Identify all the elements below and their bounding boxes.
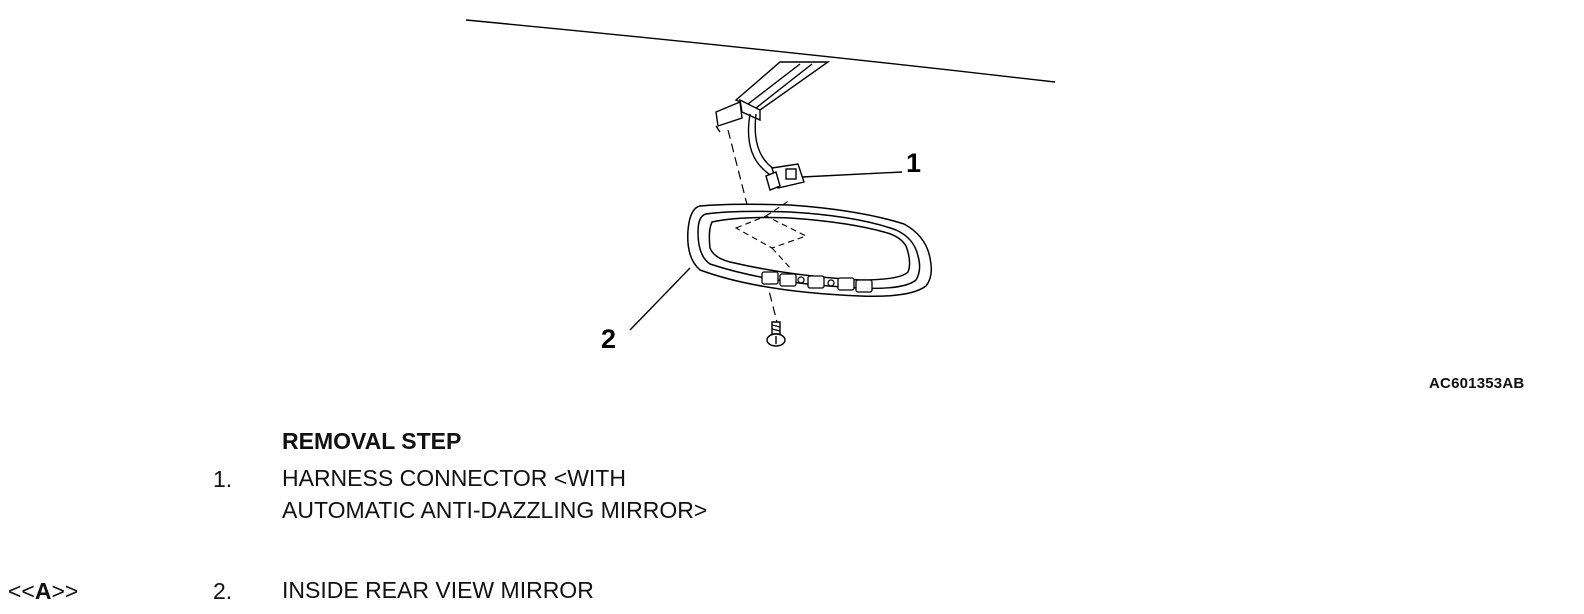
mounting-screw [766, 321, 786, 347]
step-1-number: 1. [213, 466, 233, 492]
rear-view-mirror [687, 203, 933, 298]
callout-1-leader [801, 171, 903, 178]
step-2-reference: <<A>> [8, 578, 78, 605]
reference-prefix: << [8, 578, 35, 604]
step-2-number: 2. [213, 578, 233, 604]
harness-connector [765, 163, 805, 191]
mirror-mount-hidden [734, 199, 808, 271]
mirror-bracket [715, 61, 831, 133]
callout-2-leader [629, 267, 691, 331]
callout-number-2: 2 [601, 324, 617, 354]
mirror-removal-illustration [465, 19, 1056, 347]
figure-id: AC601353AB [1429, 375, 1525, 392]
mirror-buttons [761, 271, 873, 293]
step-1-text: HARNESS CONNECTOR <WITH AUTOMATIC ANTI-D… [282, 465, 708, 523]
step-2-text: INSIDE REAR VIEW MIRROR [282, 577, 594, 603]
procedure-heading: REMOVAL STEP [282, 428, 462, 454]
reference-suffix: >> [51, 578, 79, 604]
reference-letter: A [34, 578, 52, 604]
callout-number-1: 1 [906, 148, 922, 178]
headliner-line [465, 19, 1056, 83]
